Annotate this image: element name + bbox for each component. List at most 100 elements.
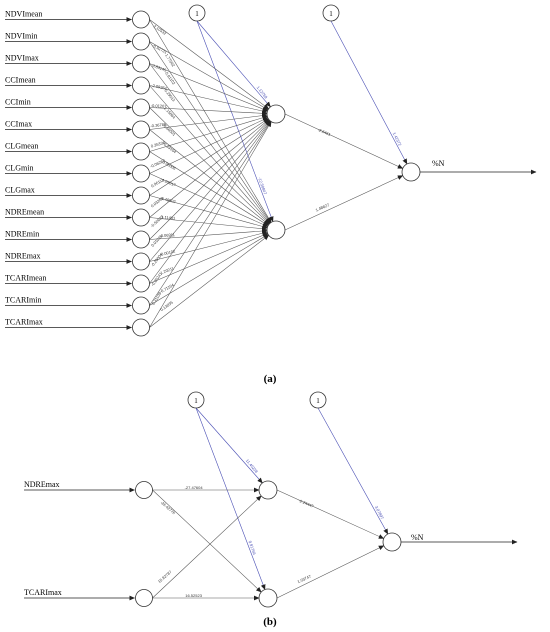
hidden-node-a-1	[266, 104, 286, 124]
input-label-NDREmean: NDREmean	[5, 208, 44, 217]
input-label-NDVImean: NDVImean	[5, 10, 42, 19]
weight-a-h2-out: 1.48627	[315, 202, 331, 213]
edge-CLGmean-h2	[149, 151, 269, 226]
edge-CCImax-h1	[149, 113, 268, 130]
edge-CLGmax-h2	[149, 195, 268, 229]
edge-CCImin-h1	[149, 107, 268, 116]
edge-a-h1-out	[284, 113, 404, 169]
bias-weight-a-out: 1.42372	[392, 131, 403, 147]
bias-edge-a-h2	[196, 20, 274, 223]
weight-CCImean-h1: -2.09264	[151, 83, 168, 91]
weight-b-TCARImax-h2: 16.52523	[185, 593, 202, 598]
caption-b: (b)	[263, 616, 277, 628]
input-label-CCImean: CCImean	[5, 76, 36, 85]
edge-NDVImean-h1	[149, 19, 270, 110]
edge-b-h2-out	[276, 545, 385, 599]
input-label-TCARImean: TCARImean	[5, 274, 46, 283]
weight-CLGmean-h2: 0.06006	[162, 159, 178, 171]
hidden-node-a-2	[266, 220, 286, 240]
bias-node-a-hidden	[188, 4, 206, 22]
input-label-b-TCARImax: TCARImax	[24, 588, 62, 597]
edge-CCImean-h1	[149, 85, 268, 114]
weight-NDREmax-h2: -0.00102	[159, 248, 176, 257]
input-label-NDREmin: NDREmin	[5, 230, 39, 239]
weight-TCARImean-h1: -0.29004	[150, 252, 164, 268]
weight-NDVImin-h2: -0.81102	[163, 70, 177, 86]
weight-b-h2-out: 1.03747	[297, 573, 313, 584]
input-node-NDVImax	[132, 54, 150, 73]
weight-NDVImax-h1: 0.83145	[152, 63, 168, 73]
bias-edge-a-h1	[196, 20, 271, 108]
bias-weight-a-h2: -12.50847	[257, 176, 268, 195]
output-node-b	[382, 532, 402, 552]
bias-label-b-hidden: 1	[194, 397, 198, 405]
weight-TCARImean-h2: 1.20211	[160, 265, 176, 275]
input-node-NDREmean	[132, 208, 150, 227]
panel-a: 1.12769-12.508471.42372NDVImean2.105321.…	[5, 4, 537, 337]
edge-NDREmean-h2	[149, 217, 268, 232]
weight-b-h1-out: -2.24447	[298, 498, 315, 509]
edge-a-h2-out	[284, 175, 404, 231]
weight-NDVImean-h1: 2.10532	[153, 24, 168, 37]
input-label-NDVImax: NDVImax	[5, 54, 39, 63]
input-label-NDVImin: NDVImin	[5, 32, 37, 41]
bias-edge-b-h2	[195, 407, 266, 591]
bias-label-a-hidden: 1	[195, 10, 199, 18]
weight-b-NDREmax-h2: -26.42776	[160, 500, 177, 516]
edge-b-h1-out	[276, 489, 385, 539]
input-node-CLGmax	[132, 186, 150, 205]
input-node-CLGmin	[132, 164, 150, 183]
hidden-node-b-1	[258, 480, 278, 500]
weight-TCARImax-h2: 0.13035	[159, 299, 174, 312]
weight-TCARImin-h1: -0.20241	[150, 271, 164, 287]
input-node-TCARImean	[132, 274, 150, 293]
edge-b-TCARImax-h1	[152, 495, 262, 599]
input-node-CCImin	[132, 98, 150, 117]
weight-b-TCARImax-h1: 15.82787	[157, 569, 173, 584]
edge-CLGmin-h1	[149, 117, 269, 174]
bias-node-a-output	[322, 4, 340, 22]
input-label-NDREmax: NDREmax	[5, 252, 41, 261]
weight-NDREmean-h2: 1.11401	[161, 214, 176, 220]
input-node-NDREmax	[132, 252, 150, 271]
output-label-b: %N	[411, 533, 424, 542]
bias-edge-b-h1	[195, 407, 263, 484]
weight-CCImin-h1: -0.01207	[151, 103, 168, 109]
edge-NDREmean-h1	[149, 119, 270, 218]
weight-CLGmax-h2: 0.46802	[161, 196, 177, 205]
edge-NDREmin-h2	[149, 228, 268, 240]
input-node-CCImax	[132, 120, 150, 139]
bias-weight-b-h2: 9.91766	[248, 540, 258, 556]
output-label-a: %N	[432, 159, 445, 168]
bias-weight-b-out: 3.07897	[374, 505, 385, 521]
edge-NDREmax-h1	[149, 120, 271, 262]
input-label-CLGmin: CLGmin	[5, 164, 33, 173]
bias-node-b-output	[309, 391, 327, 409]
edge-NDREmin-h1	[149, 119, 270, 240]
input-label-b-NDREmax: NDREmax	[24, 480, 60, 489]
bias-node-b-hidden	[187, 391, 205, 409]
weight-CLGmax-h1: 0.96111	[150, 177, 165, 189]
input-label-CCImin: CCImin	[5, 98, 31, 107]
hidden-node-b-2	[258, 588, 278, 608]
input-node-TCARImax	[132, 318, 150, 337]
input-label-TCARImax: TCARImax	[5, 318, 43, 327]
weight-NDREmin-h2: 0.06911	[161, 232, 176, 238]
edge-b-NDREmax-h2	[152, 489, 262, 593]
weight-b-NDREmax-h1: -27.47604	[185, 485, 204, 490]
bias-weight-b-h1: 11.40238	[245, 458, 260, 475]
weight-CLGmean-h1: 0.35336	[150, 140, 166, 149]
bias-label-a-output: 1	[329, 10, 333, 18]
input-node-CCImean	[132, 76, 150, 95]
input-node-TCARImin	[132, 296, 150, 315]
edge-CLGmean-h1	[149, 115, 268, 152]
edge-TCARImean-h1	[149, 120, 271, 284]
output-node-a	[401, 162, 421, 182]
panel-b: 11.40238 9.91766 3.07897 NDREmax -27.47604 -2…	[24, 391, 518, 608]
input-node-NDREmin	[132, 230, 150, 249]
edge-NDREmax-h2	[149, 230, 268, 262]
input-node-NDVImean	[132, 10, 150, 29]
edge-TCARImax-h1	[149, 121, 272, 328]
edge-CLGmin-h2	[149, 173, 269, 227]
weight-CCImax-h1: -0.36786	[150, 122, 167, 129]
